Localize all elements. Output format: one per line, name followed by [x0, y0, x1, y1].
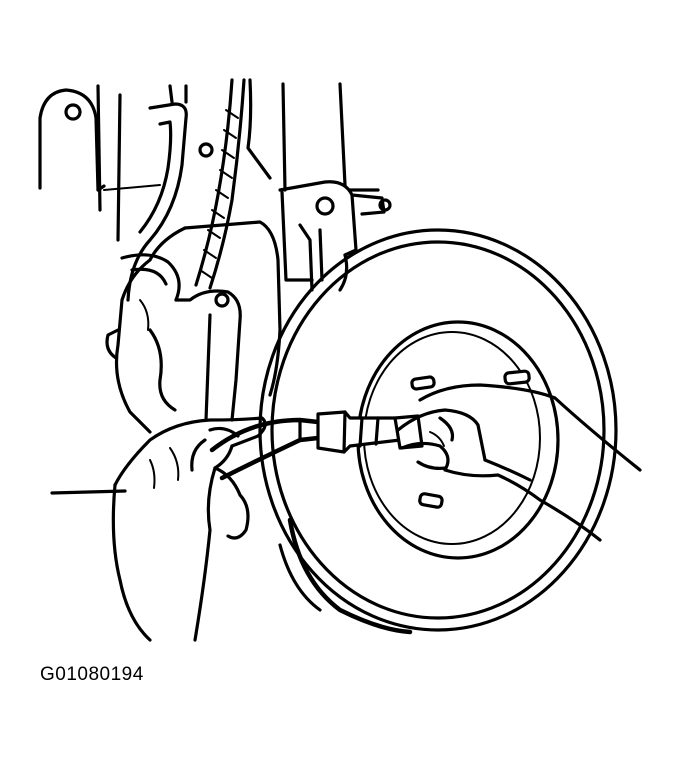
figure-code: G01080194 [40, 664, 144, 685]
brake-rotor [258, 228, 618, 635]
dial-indicator-tool [209, 410, 424, 481]
brake-hose [126, 78, 272, 302]
right-hand [396, 383, 642, 542]
suspension-frame [38, 82, 380, 495]
left-hand [111, 416, 267, 642]
brake-caliper [105, 180, 392, 434]
